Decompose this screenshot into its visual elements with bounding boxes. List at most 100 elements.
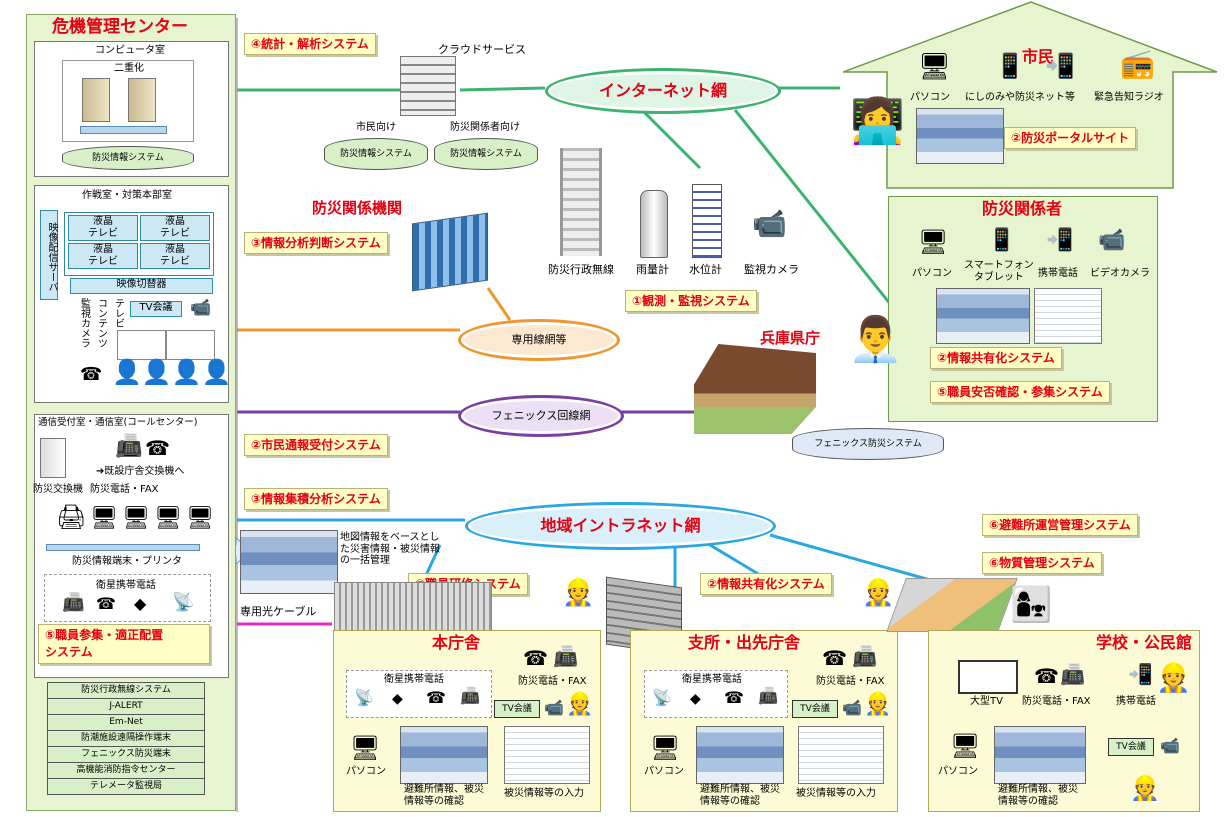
map-note: 地図情報をベースとし た災害情報・被災情報 の一括管理	[340, 532, 440, 566]
branch-pc-label: パソコン	[644, 766, 684, 777]
phoenix-system-label: フェニックス防災システム	[814, 439, 922, 449]
phoenix-system-db: フェニックス防災システム	[792, 428, 944, 460]
fax-icon: 📠	[115, 434, 143, 459]
fax-icon: 📠	[758, 686, 778, 705]
worker-icon: 👷	[562, 578, 595, 608]
branch-satellite-box	[644, 670, 788, 718]
official-device-label: ビデオカメラ	[1090, 268, 1150, 279]
modem-icon: ◆	[134, 594, 147, 613]
disaster-portal-site: ②防災ポータルサイト	[1004, 127, 1137, 149]
main-satellite-box	[346, 670, 492, 718]
system-list-item: 防潮施設遠隔操作端末	[47, 730, 205, 747]
main-map-screen	[400, 726, 488, 784]
official-device-label: スマートフォン タブレット	[964, 260, 1034, 283]
server-icon	[82, 78, 110, 122]
pc-icon: 🖥	[90, 506, 118, 531]
system-staff-assignment: ⑤職員参集・適正配置 システム	[38, 624, 210, 664]
observation-label: 監視カメラ	[744, 263, 799, 276]
to-exchange-text: 既設庁舎交換機へ	[104, 466, 185, 477]
source-tv: テレビ	[112, 298, 124, 328]
main-pc-label: パソコン	[346, 766, 386, 777]
person-icon: 👤👤👤👤	[112, 358, 232, 386]
video-server-label: 映像配信サーバ	[46, 222, 57, 292]
branch-shelter-info: 避難所情報、被災 情報等の確認	[700, 784, 780, 807]
phoenix-network: フェニックス回線網	[458, 395, 624, 437]
school-building	[886, 578, 1018, 632]
dedicated-network: 専用線網等	[458, 319, 620, 361]
satellite-icon: 📡	[652, 688, 672, 707]
citizen-report-system: ②市民通報受付システム	[244, 434, 388, 456]
system-list-item: テレメータ監視局	[47, 778, 205, 795]
fax-icon: 📠	[62, 592, 85, 613]
comm-phone-fax-label: 防災電話・FAX	[90, 484, 159, 495]
officials-title: 防災関係者	[982, 199, 1063, 218]
pc-icon: 🖥	[350, 734, 381, 762]
officials-sharing-system: ②情報共有化システム	[930, 347, 1062, 369]
system-list-item: J-ALERT	[47, 698, 205, 715]
prefecture-title: 兵庫県庁	[760, 329, 821, 347]
lcd-tv-4: 液晶 テレビ	[140, 243, 210, 269]
school-mobile-label: 携帯電話	[1116, 696, 1156, 707]
main-office-title: 本庁舎	[432, 633, 481, 652]
modem-icon: ◆	[690, 691, 701, 707]
big-tv-icon	[958, 660, 1018, 694]
school-tv-conference: TV会議	[1108, 738, 1154, 756]
phone-icon: ☎	[96, 594, 116, 613]
intranet-label: 地域イントラネット網	[540, 516, 701, 535]
building-icon	[400, 56, 456, 116]
branch-input-label: 被災情報等の入力	[796, 788, 876, 799]
main-tv-conference: TV会議	[494, 700, 540, 718]
tv-conference-label: TV会議	[130, 301, 182, 317]
printer-icon: 🖨	[56, 503, 87, 531]
worker-icon: 👷	[864, 692, 892, 717]
exchange-icon	[40, 438, 66, 478]
camera-icon: 📹	[752, 207, 787, 240]
building-icon	[412, 212, 488, 292]
mobile-phone-icon: 📲	[1046, 228, 1074, 253]
crisis-center-title: 危機管理センター	[52, 17, 188, 37]
water-gauge-icon	[692, 184, 722, 258]
camera-icon: 📹	[544, 698, 564, 717]
intranet-network: 地域イントラネット網	[465, 502, 776, 550]
phone-icon: ☎	[80, 364, 103, 385]
citizen-device-label: 緊急告知ラジオ	[1094, 92, 1164, 103]
phone-icon: ☎	[822, 646, 847, 670]
fax-icon: 📠	[852, 644, 877, 668]
pc-icon: 🖥	[950, 732, 981, 760]
school-phone-fax-label: 防災電話・FAX	[1022, 696, 1091, 707]
radio-tower-icon	[560, 148, 602, 256]
terminal-rail	[46, 544, 200, 551]
phone-icon: ☎	[523, 646, 548, 670]
satellite-icon: 📡	[172, 592, 195, 613]
video-camera-icon: 📹	[1098, 228, 1126, 253]
main-input-label: 被災情報等の入力	[504, 788, 584, 799]
fax-icon: 📠	[553, 644, 578, 668]
main-office-building	[334, 582, 492, 634]
cloud-official-label: 防災関係者向け	[450, 122, 520, 133]
smartphone-icon: 📱	[995, 52, 1025, 80]
lcd-tv-2: 液晶 テレビ	[140, 215, 210, 241]
pc-icon: 🖥	[918, 228, 949, 256]
satellite-icon: 📡	[354, 688, 374, 707]
pc-icon: 🖥	[918, 52, 952, 82]
cloud-citizen-label: 市民向け	[356, 122, 396, 133]
main-input-doc	[504, 726, 590, 784]
source-camera: 監視カメラ	[78, 298, 90, 348]
officials-screen	[936, 288, 1030, 344]
observation-label: 水位計	[689, 263, 722, 276]
citizens-title: 市民	[1022, 47, 1055, 66]
phone-icon: ☎	[426, 688, 446, 707]
server-icon	[128, 78, 156, 122]
stats-analysis-system: ④統計・解析システム	[244, 33, 376, 55]
internet-network: インターネット網	[545, 68, 781, 114]
main-phone-fax-label: 防災電話・FAX	[518, 676, 587, 687]
cloud-citizen-db: 防災情報システム	[324, 138, 428, 170]
officials-doc	[1034, 288, 1102, 344]
fax-icon: 📠	[460, 686, 480, 705]
fax-icon: 📠	[1060, 662, 1085, 686]
worker-icon: 👷	[1156, 661, 1191, 694]
cloud-citizen-db-label: 防災情報システム	[340, 149, 412, 159]
rain-gauge-icon	[640, 190, 668, 258]
school-pc-label: パソコン	[938, 766, 978, 777]
mobile-phone-icon: 📲	[1128, 662, 1153, 686]
